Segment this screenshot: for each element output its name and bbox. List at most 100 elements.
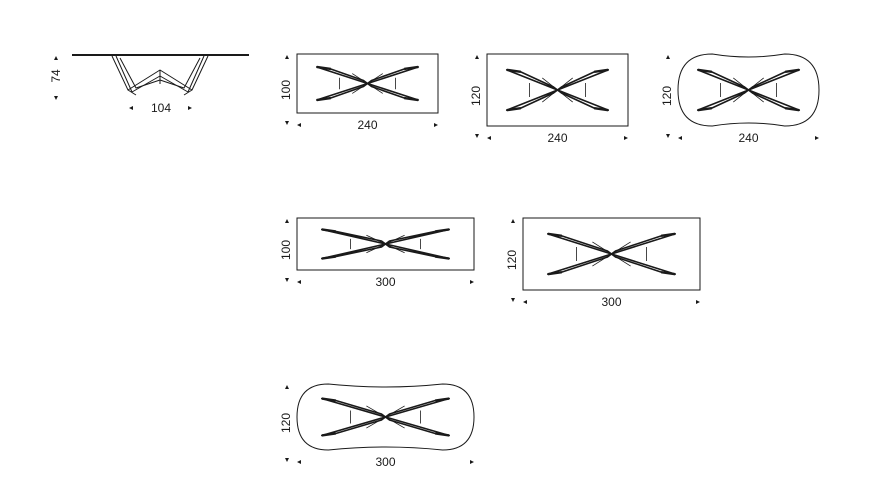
length-label: 240 (547, 131, 568, 145)
tabletop-rounded-outline (677, 53, 820, 127)
base-foot (506, 68, 521, 74)
dim-arrow-left (297, 280, 301, 284)
base-brace (366, 405, 405, 429)
dim-arrow-down (285, 458, 289, 462)
width-label: 120 (469, 85, 483, 107)
base-foot (661, 232, 676, 238)
base-arm (384, 397, 451, 418)
base-arm (610, 253, 677, 275)
dim-arrow-down (511, 298, 515, 302)
base-arm (546, 253, 613, 275)
base-arm (320, 397, 387, 418)
dim-arrow-right (624, 136, 628, 140)
base-foot (316, 96, 331, 102)
side-view (72, 54, 249, 96)
dim-arrow-up (285, 385, 289, 389)
dim-arrow-left (487, 136, 491, 140)
base-arm (610, 233, 677, 255)
width-label: 100 (279, 79, 293, 100)
width-label: 120 (279, 412, 293, 434)
dim-arrow-right (696, 300, 700, 304)
base-arm (505, 69, 559, 91)
dim-arrow-up (285, 55, 289, 59)
dim-arrow-down (285, 278, 289, 282)
width-label: 120 (660, 85, 674, 107)
base-brace (542, 77, 573, 103)
dim-arrow-left (297, 460, 301, 464)
length-label: 240 (738, 131, 759, 145)
dim-arrow-up (511, 219, 515, 223)
base-arm (747, 89, 801, 111)
tabletop-rectangle-outline (296, 217, 475, 271)
table-variant-rect-240x120 (475, 53, 629, 140)
table-variant-rect-240x100 (285, 53, 439, 127)
length-label: 240 (357, 118, 378, 132)
dim-arrow-up (666, 55, 670, 59)
dim-arrow-right (470, 460, 474, 464)
tabletop-rectangle-outline (486, 53, 629, 127)
dim-arrow-left (523, 300, 527, 304)
base-arm (747, 69, 801, 91)
base-foot (547, 232, 562, 238)
tabletop-rounded-outline (296, 383, 475, 451)
base-foot (547, 270, 562, 276)
base-brace (366, 234, 405, 254)
base-arm (696, 69, 750, 91)
base-arm (556, 89, 610, 111)
base-arm (384, 416, 451, 437)
side-view-dimension-arrows (54, 56, 192, 110)
base-brace (592, 241, 631, 267)
base-foot (435, 228, 450, 233)
dim-arrow-left (678, 136, 682, 140)
base-foot (435, 255, 450, 260)
base-brace (733, 77, 764, 103)
base-arm (505, 89, 559, 111)
dim-arrow-down (475, 134, 479, 138)
base-foot (435, 397, 450, 402)
length-label: 300 (601, 295, 622, 309)
dim-arrow-right (470, 280, 474, 284)
side-view-base (111, 55, 209, 96)
base-foot (404, 96, 419, 102)
base-foot (661, 270, 676, 276)
width-label: 120 (505, 249, 519, 271)
base-foot (697, 68, 712, 74)
dim-arrow-right (815, 136, 819, 140)
base-foot (321, 432, 336, 437)
base-arm (696, 89, 750, 111)
base-foot (316, 65, 331, 71)
side-view-height-label: 74 (49, 69, 63, 83)
base-brace (352, 73, 383, 94)
table-variant-oval-240x120 (666, 53, 820, 140)
base-foot (506, 106, 521, 112)
tabletop-rectangle-outline (522, 217, 701, 291)
base-foot (321, 228, 336, 233)
base-arm (315, 66, 369, 85)
length-label: 300 (375, 275, 396, 289)
base-foot (594, 106, 609, 112)
width-label: 100 (279, 239, 293, 261)
base-foot (785, 106, 800, 112)
side-view-depth-label: 104 (150, 101, 172, 115)
dim-arrow-up (285, 219, 289, 223)
base-arm (320, 416, 387, 437)
base-foot (697, 106, 712, 112)
base-foot (321, 397, 336, 402)
base-foot (435, 432, 450, 437)
tabletop-rectangle-outline (296, 53, 439, 114)
table-variant-oval-300x120 (285, 383, 475, 464)
base-arm (366, 66, 420, 85)
length-label: 300 (375, 455, 396, 469)
base-arm (315, 82, 369, 101)
dim-arrow-down (285, 121, 289, 125)
base-arm (366, 82, 420, 101)
table-variant-rect-300x120 (511, 217, 701, 304)
base-arm (546, 233, 613, 255)
base-foot (404, 65, 419, 71)
base-foot (594, 68, 609, 74)
base-foot (321, 255, 336, 260)
dim-arrow-down (666, 134, 670, 138)
base-foot (785, 68, 800, 74)
dim-arrow-up (475, 55, 479, 59)
